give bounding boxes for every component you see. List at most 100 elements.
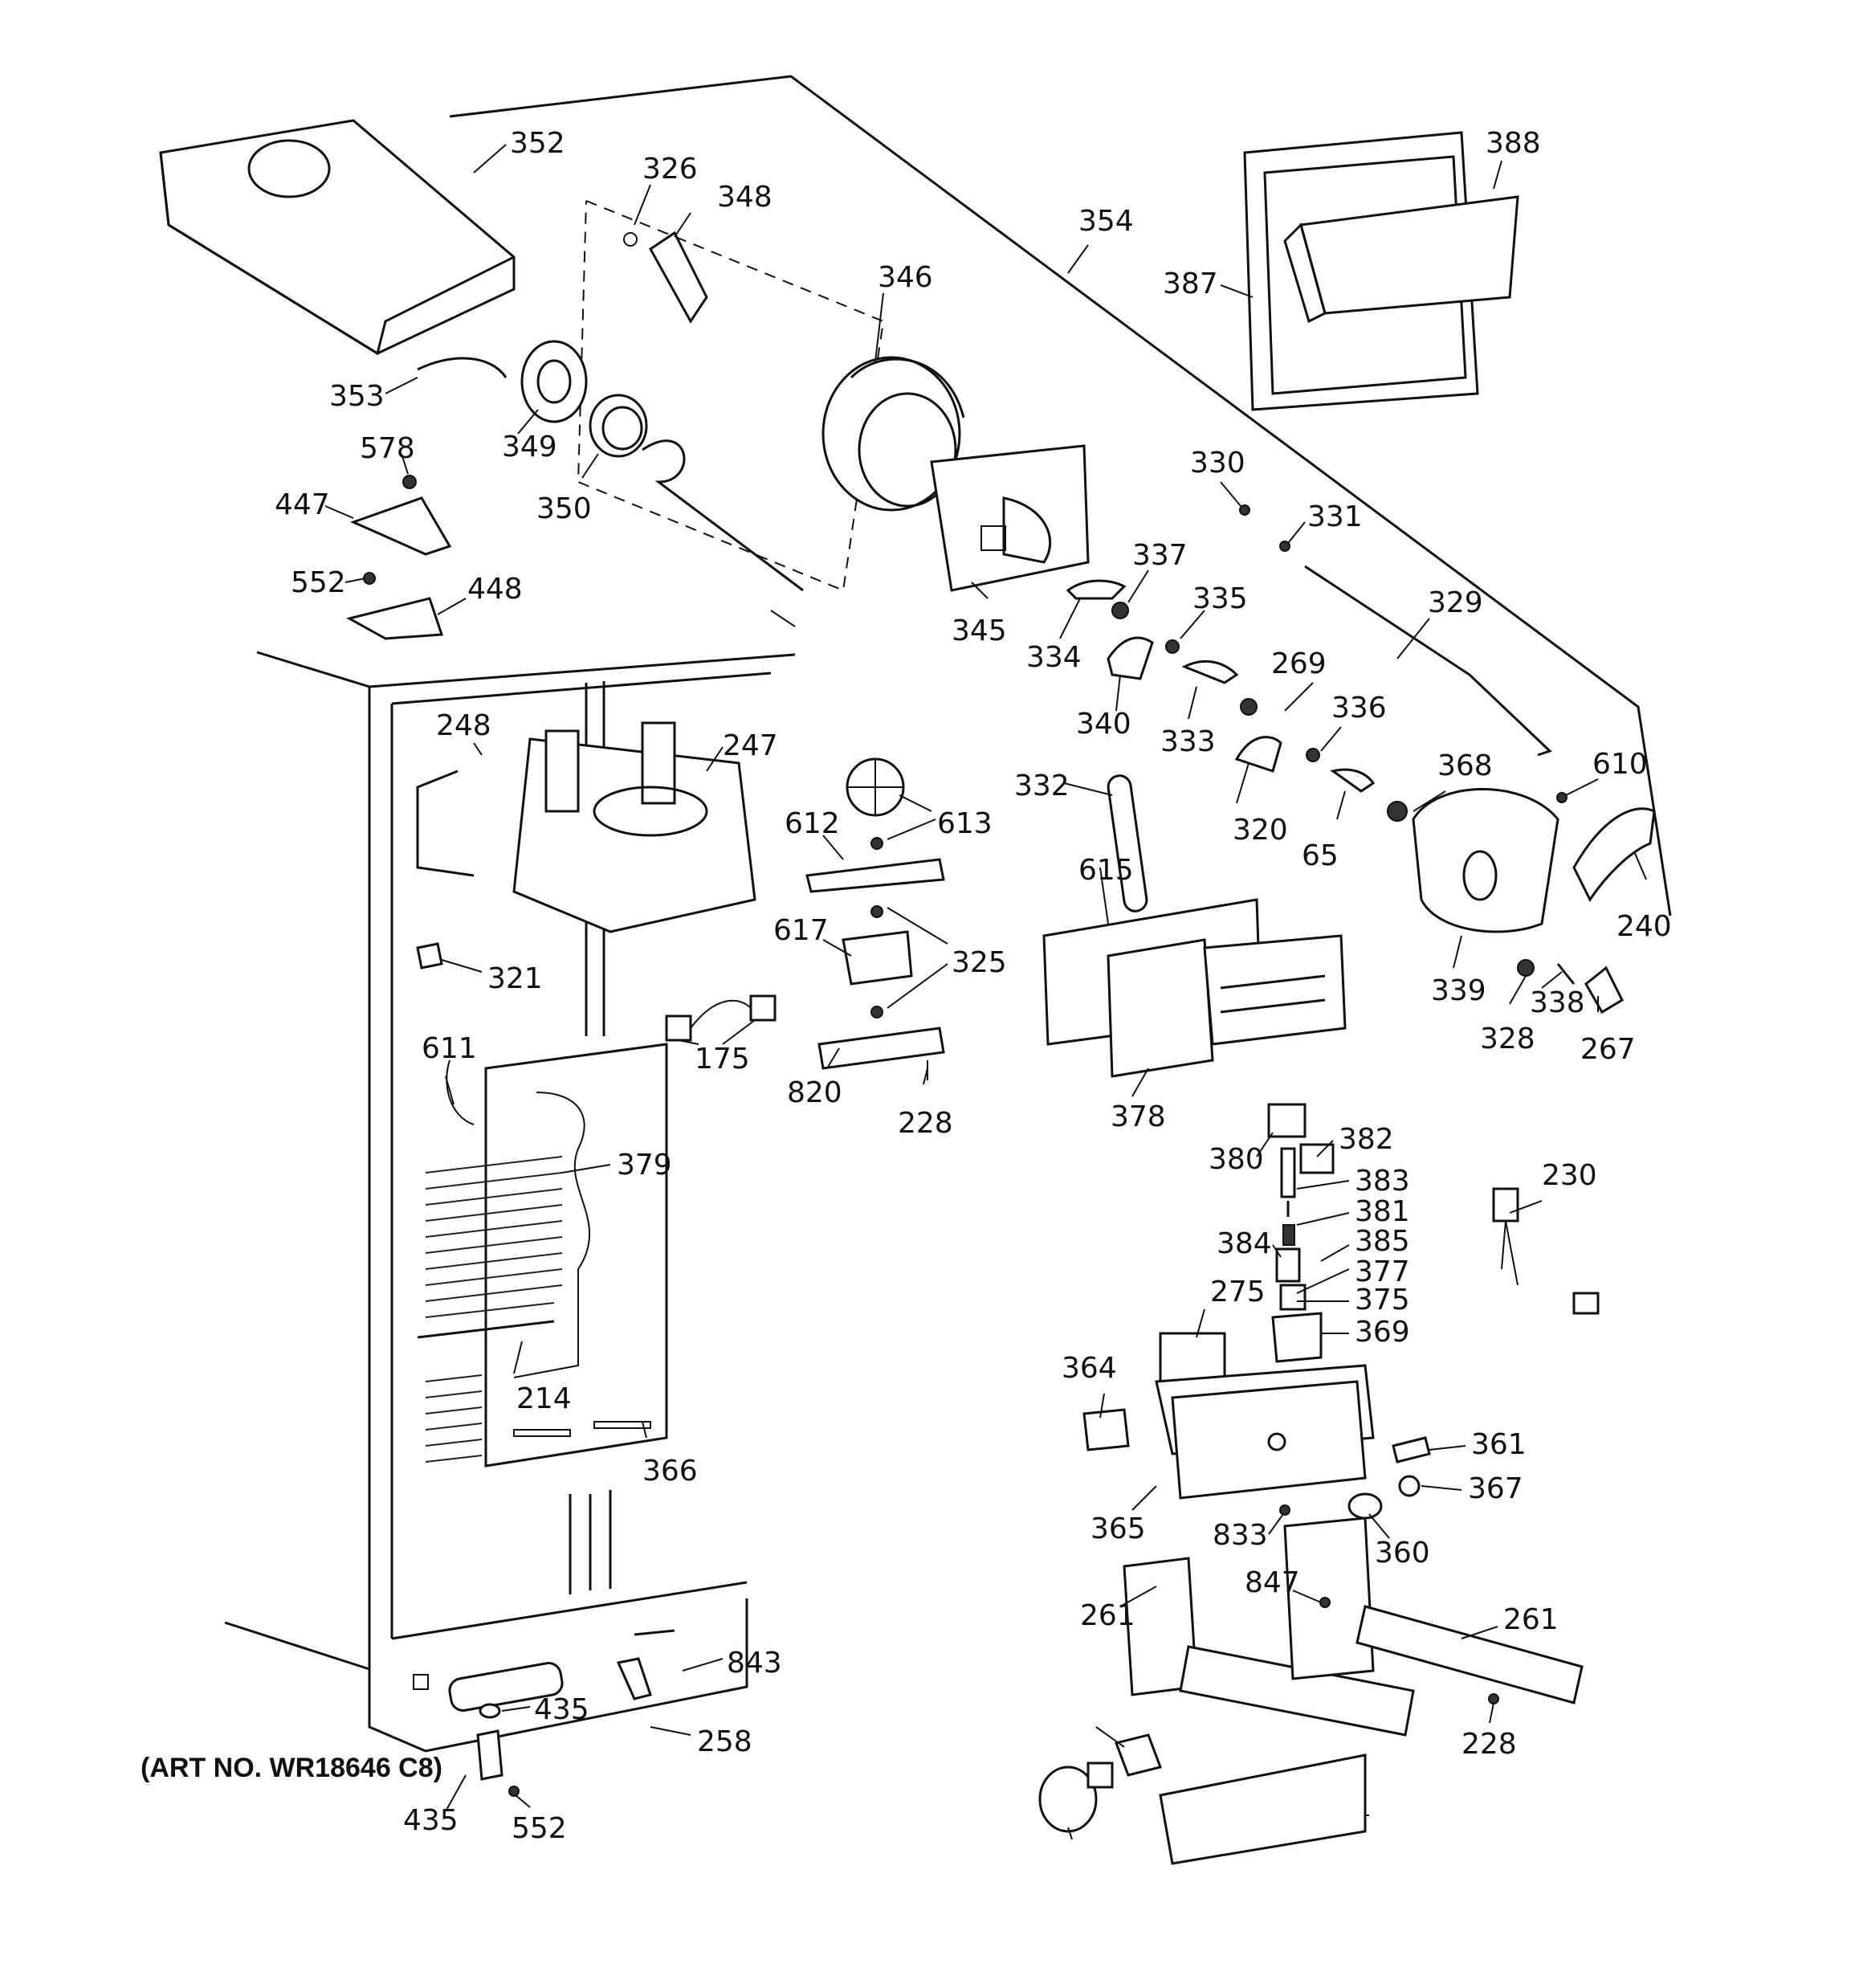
label-339: 338 <box>1530 986 1585 1019</box>
dispenser-valve-parts <box>1267 1103 1335 1363</box>
label-332: 65 <box>1302 839 1339 872</box>
label-214: 366 <box>642 1455 698 1488</box>
label-383: 384 <box>1217 1227 1272 1260</box>
label-384: 377 <box>1355 1255 1410 1288</box>
label-353: 353 <box>329 380 385 413</box>
wiring <box>416 942 1600 1315</box>
label-230: 214 <box>516 1382 572 1415</box>
label-320: 368 <box>1437 749 1493 782</box>
label-335b: 336 <box>1331 692 1387 725</box>
label-388: 388 <box>1486 127 1541 160</box>
label-326: 326 <box>642 153 698 186</box>
dispenser-door <box>1243 131 1519 411</box>
ejector-parts <box>1066 504 1552 822</box>
mounting-bracket <box>930 444 1090 592</box>
label-337a: 337 <box>1132 539 1188 572</box>
label-354: 354 <box>1078 205 1134 238</box>
label-368: 615 <box>1078 854 1134 887</box>
label-334: 334 <box>1026 641 1082 674</box>
evaporator-panel <box>417 1043 668 1468</box>
label-382: 381 <box>1355 1195 1410 1228</box>
label-611: 820 <box>787 1076 842 1109</box>
label-345: 345 <box>952 614 1007 647</box>
small-parts-upper-left <box>345 475 452 640</box>
label-247: 247 <box>723 729 778 762</box>
label-365: 360 <box>1375 1537 1430 1570</box>
label-331: 331 <box>1307 500 1363 533</box>
label-349: 349 <box>502 431 557 463</box>
label-552: 552 <box>291 566 346 599</box>
label-328: 240 <box>1616 910 1672 943</box>
label-335a: 335 <box>1192 582 1248 615</box>
label-361: 365 <box>1090 1512 1146 1545</box>
label-447: 447 <box>275 488 330 521</box>
label-578: 578 <box>360 432 415 465</box>
label-175a: 228 <box>898 1107 953 1140</box>
label-377: 369 <box>1355 1316 1410 1349</box>
gear-housing <box>1412 788 1656 1014</box>
fan-housing <box>821 356 965 512</box>
label-379: 382 <box>1339 1123 1394 1156</box>
label-346: 346 <box>878 261 933 294</box>
label-552b: 552 <box>512 1812 567 1845</box>
part-labels: 352 326 348 346 354 388 387 353 349 578 … <box>141 127 1672 1845</box>
label-333: 333 <box>1160 725 1216 758</box>
fan-shroud <box>416 721 756 933</box>
label-352: 352 <box>510 127 565 160</box>
leader-lines <box>324 144 1647 1840</box>
label-387: 387 <box>1163 267 1218 300</box>
label-267: 175 <box>695 1043 750 1076</box>
label-348: 348 <box>717 181 773 214</box>
label-228: 379 <box>617 1149 672 1182</box>
label-360a: 261 <box>1080 1599 1135 1632</box>
label-613: 613 <box>937 807 993 840</box>
label-375: 230 <box>1542 1159 1597 1192</box>
label-843: 258 <box>697 1725 752 1758</box>
label-617: 321 <box>487 962 543 995</box>
label-381: 385 <box>1355 1225 1410 1258</box>
auger-parts <box>520 231 804 592</box>
label-615: 325 <box>952 946 1007 979</box>
label-385: 375 <box>1355 1284 1410 1316</box>
label-329: 329 <box>1428 586 1483 619</box>
label-380: 383 <box>1355 1165 1410 1198</box>
dispenser-frame <box>1082 1332 1431 1520</box>
label-65: 610 <box>1592 748 1648 781</box>
light-assembly <box>1038 1733 1367 1865</box>
label-610: 617 <box>773 914 829 947</box>
label-366: 367 <box>1468 1472 1523 1505</box>
label-367: 833 <box>1213 1519 1268 1552</box>
label-325: 339 <box>1431 974 1486 1007</box>
freezer-cabinet <box>224 610 796 1753</box>
label-330: 330 <box>1190 447 1245 480</box>
label-261a: 435 <box>534 1693 589 1726</box>
label-269: 332 <box>1014 769 1070 802</box>
label-820: 378 <box>1111 1100 1166 1133</box>
label-248: 248 <box>436 709 491 742</box>
label-364: 361 <box>1471 1428 1527 1461</box>
label-847: 843 <box>727 1647 782 1680</box>
label-833: 847 <box>1245 1566 1300 1599</box>
label-338: 267 <box>1580 1033 1636 1066</box>
label-448: 448 <box>467 573 523 606</box>
label-337b: 269 <box>1271 647 1327 680</box>
label-275: 364 <box>1062 1352 1117 1385</box>
label-340: 340 <box>1076 708 1131 741</box>
label-321: 328 <box>1480 1023 1535 1055</box>
ice-bucket <box>159 119 516 378</box>
fill-tube <box>1107 774 1148 912</box>
label-261b: 435 <box>403 1804 459 1837</box>
ice-maker <box>1042 898 1347 1078</box>
label-612: 612 <box>785 807 840 840</box>
label-175b: 228 <box>1461 1728 1517 1761</box>
label-240: 611 <box>422 1032 477 1065</box>
small-parts-lower-left <box>476 1629 675 1797</box>
rails <box>1123 1517 1584 1737</box>
label-369: 275 <box>1210 1276 1266 1308</box>
label-378: 380 <box>1209 1143 1264 1176</box>
art-number: (ART NO. WR18646 C8) <box>141 1753 442 1783</box>
label-336: 320 <box>1233 814 1288 847</box>
label-360b: 261 <box>1503 1603 1559 1636</box>
label-350: 350 <box>536 492 592 525</box>
